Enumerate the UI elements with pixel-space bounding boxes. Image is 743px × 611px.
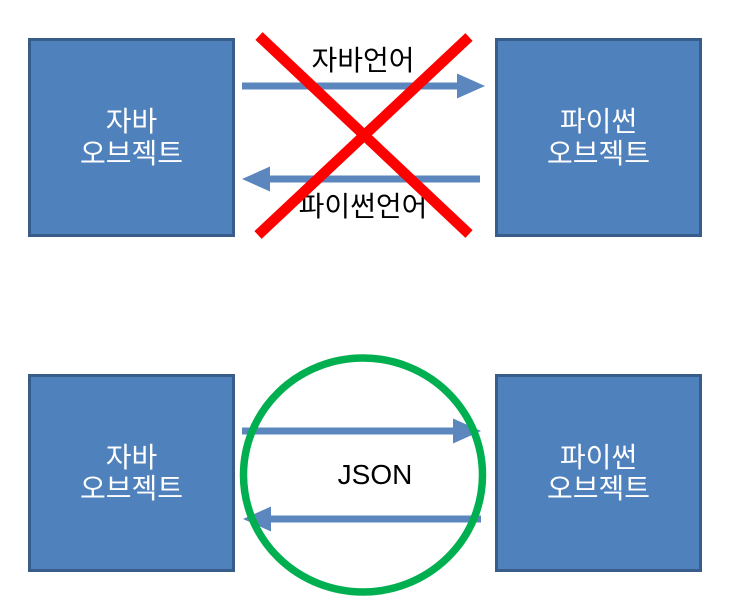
java-object-label-bottom: 자바 오브젝트 bbox=[79, 441, 184, 504]
python-object-label-top: 파이썬 오브젝트 bbox=[546, 106, 651, 169]
java-language-label: 자바언어 bbox=[311, 45, 415, 76]
bottom-right-arrow-icon bbox=[242, 418, 481, 444]
python-object-box-bottom: 파이썬 오브젝트 bbox=[495, 374, 702, 572]
python-object-label-bottom: 파이썬 오브젝트 bbox=[546, 441, 651, 504]
java-object-box-bottom: 자바 오브젝트 bbox=[28, 374, 235, 572]
python-object-box-top: 파이썬 오브젝트 bbox=[495, 38, 702, 237]
json-label: JSON bbox=[337, 459, 413, 490]
bottom-left-arrow-icon bbox=[243, 506, 481, 532]
java-object-label-top: 자바 오브젝트 bbox=[79, 106, 184, 169]
python-language-label: 파이썬언어 bbox=[298, 191, 428, 222]
java-object-box-top: 자바 오브젝트 bbox=[28, 38, 235, 237]
top-left-arrow-icon bbox=[242, 166, 480, 192]
